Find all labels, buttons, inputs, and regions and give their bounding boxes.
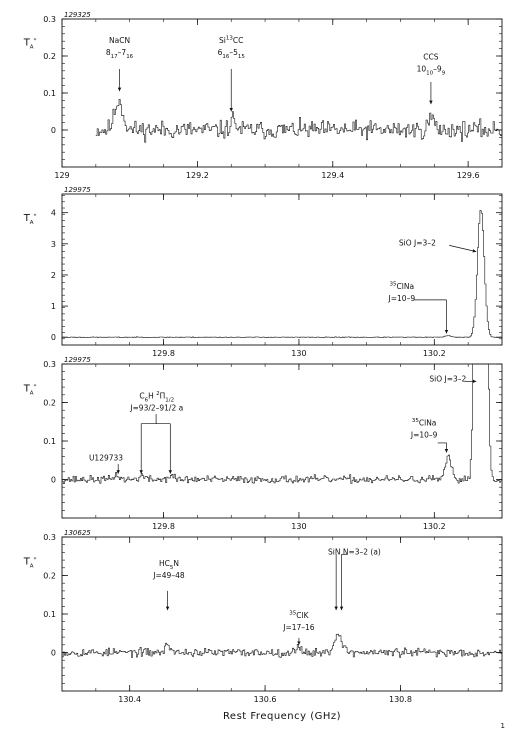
y-tick-label: 0: [51, 476, 56, 485]
x-tick-label: 130: [291, 522, 306, 531]
annotation-label: SiO J=3–2: [429, 374, 466, 383]
spectrum-trace: [62, 210, 503, 338]
x-tick-label: 130.4: [118, 695, 141, 704]
x-axis-label: Rest Frequency (GHz): [223, 711, 341, 722]
page-number: 1: [501, 722, 505, 730]
line-annotation: SiO J=3–2: [399, 238, 477, 253]
annotation-label: 817–716: [106, 48, 134, 60]
annotation-label: J=17–16: [282, 623, 315, 632]
y-tick-label: 0.3: [43, 533, 56, 542]
annotation-label: 1010–99: [417, 65, 446, 77]
spectrum-trace: [95, 99, 502, 143]
panel-frame: [61, 363, 503, 519]
y-tick-label: 3: [51, 240, 56, 249]
line-annotation: NaCN 817–716: [106, 36, 134, 92]
y-tick-label: 0.1: [43, 437, 56, 446]
y-tick-label: 0.2: [43, 399, 56, 408]
x-tick-label: 129.4: [321, 171, 344, 180]
y-axis-label: TA*: [23, 557, 37, 570]
y-tick-label: 0.2: [43, 52, 56, 61]
y-axis-label: TA*: [23, 384, 37, 397]
line-annotation: C6H 2Π1/2J=93/2–91/2 a: [129, 391, 183, 474]
y-tick-label: 0.3: [43, 15, 56, 24]
annotation-label: Si13CC: [219, 36, 243, 46]
x-tick-label: 130: [291, 349, 306, 358]
panel-id: 130625: [64, 529, 91, 537]
line-annotation: SiN N=3–2 (a): [328, 547, 381, 611]
line-annotation: 35ClK J=17–16: [282, 610, 315, 645]
x-tick-label: 129.6: [457, 171, 480, 180]
annotation-label: 35ClNa: [412, 418, 437, 428]
line-annotation: U129733: [89, 453, 123, 474]
annotation-label: U129733: [89, 453, 123, 462]
y-tick-label: 0.1: [43, 610, 56, 619]
annotation-label: SiN N=3–2 (a): [328, 547, 381, 556]
x-tick-label: 130.8: [389, 695, 412, 704]
y-tick-label: 0.2: [43, 572, 56, 581]
panel-id: 129975: [64, 186, 91, 194]
y-tick-label: 0: [51, 333, 56, 342]
x-tick-label: 129.8: [152, 522, 175, 531]
y-tick-label: 1: [51, 302, 56, 311]
y-axis-label: TA*: [23, 38, 37, 51]
panel-id: 129975: [64, 356, 91, 364]
x-tick-label: 130.2: [423, 349, 446, 358]
y-tick-label: 0.3: [43, 360, 56, 369]
annotation-label: J=49–48: [152, 571, 185, 580]
line-annotation: Si13CC 616–515: [218, 36, 246, 112]
x-tick-label: 130.2: [423, 522, 446, 531]
annotation-label: CCS: [423, 53, 438, 62]
annotation-label: J=10–9: [388, 294, 416, 303]
panel-frame: [61, 193, 503, 346]
annotation-label: 35ClK: [289, 610, 309, 620]
y-tick-label: 0: [51, 649, 56, 658]
annotation-label: NaCN: [109, 36, 130, 45]
x-tick-label: 129.8: [152, 349, 175, 358]
x-tick-label: 129.2: [186, 171, 209, 180]
line-annotation: SiO J=3–2: [429, 374, 477, 383]
x-tick-label: 129: [54, 171, 69, 180]
annotation-arrow: [449, 245, 477, 253]
annotation-label: HC5N: [159, 559, 179, 571]
panel-frame: [61, 536, 503, 692]
annotation-label: 35ClNa: [390, 281, 415, 291]
annotation-label: SiO J=3–2: [399, 238, 436, 247]
annotation-label: J=93/2–91/2 a: [129, 404, 183, 413]
annotation-label: C6H 2Π1/2: [139, 391, 174, 404]
annotation-label: 616–515: [218, 48, 246, 60]
spectrum-trace: [62, 363, 502, 484]
spectrum-trace: [62, 633, 503, 658]
x-tick-label: 130.6: [254, 695, 277, 704]
y-tick-label: 0: [51, 126, 56, 135]
line-annotation: CCS 1010–99: [417, 53, 446, 105]
y-tick-label: 4: [51, 209, 56, 218]
y-tick-label: 2: [51, 271, 56, 280]
y-tick-label: 0.1: [43, 89, 56, 98]
y-axis-label: TA*: [23, 213, 37, 226]
annotation-label: J=10–9: [410, 431, 438, 440]
panel-id: 129325: [64, 11, 91, 19]
